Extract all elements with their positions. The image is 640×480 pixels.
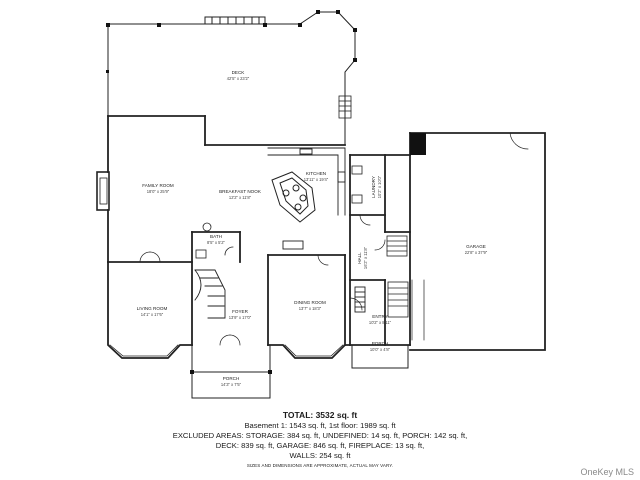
mls-watermark: OneKey MLS bbox=[580, 467, 634, 477]
room-breakfast-dims: 12'2" x 11'8" bbox=[229, 195, 252, 200]
garage-walls bbox=[409, 132, 546, 351]
garage-chimney bbox=[410, 133, 426, 155]
room-bath: BATH bbox=[210, 234, 222, 239]
room-entry-dims: 10'2" x 8'11" bbox=[369, 320, 392, 325]
deck-posts bbox=[106, 10, 357, 73]
room-living-dims: 14'1" x 17'6" bbox=[141, 312, 164, 317]
room-porch-side-dims: 10'0" x 4'8" bbox=[370, 347, 391, 352]
room-laundry-dims: 10'2" x 10'0" bbox=[377, 175, 382, 198]
room-breakfast: BREAKFAST NOOK bbox=[219, 189, 262, 194]
room-garage: GARAGE bbox=[466, 244, 486, 249]
room-dining: DINING ROOM bbox=[294, 300, 326, 305]
room-deck: DECK bbox=[232, 70, 246, 75]
room-bath-dims: 8'5" x 5'2" bbox=[207, 240, 225, 245]
foyer-stairs bbox=[194, 269, 226, 319]
room-porch-front: PORCH bbox=[223, 376, 240, 381]
room-dining-dims: 13'7" x 18'3" bbox=[299, 306, 322, 311]
room-deck-dims: 42'5" x 23'2" bbox=[227, 76, 250, 81]
disclaimer-note: SIZES AND DIMENSIONS ARE APPROXIMATE, AC… bbox=[246, 463, 394, 468]
fireplace bbox=[96, 171, 110, 211]
walls-area: WALLS: 254 sq. ft bbox=[289, 451, 351, 460]
floor-plan: DECK 42'5" x 23'2" FAMILY ROOM 18'0" x 2… bbox=[96, 10, 546, 399]
room-garage-dims: 22'8" x 37'9" bbox=[465, 250, 488, 255]
kitchen-island bbox=[271, 171, 316, 223]
room-labels: DECK 42'5" x 23'2" FAMILY ROOM 18'0" x 2… bbox=[137, 70, 488, 387]
room-porch-side: PORCH bbox=[372, 341, 389, 346]
room-family-dims: 18'0" x 25'9" bbox=[147, 189, 170, 194]
room-entry: ENTRY bbox=[372, 314, 388, 319]
room-living: LIVING ROOM bbox=[137, 306, 168, 311]
bath-fixtures bbox=[195, 222, 234, 259]
excluded-areas-1: EXCLUDED AREAS: STORAGE: 384 sq. ft, UND… bbox=[172, 431, 468, 440]
kitchen-counter bbox=[267, 147, 346, 216]
room-hall-dims: 16'2" x 11'8" bbox=[363, 246, 368, 269]
front-porch bbox=[191, 344, 271, 399]
room-family: FAMILY ROOM bbox=[142, 183, 174, 188]
room-porch-front-dims: 14'3" x 7'5" bbox=[221, 382, 242, 387]
house-walls bbox=[107, 115, 411, 359]
total-area: TOTAL: 3532 sq. ft bbox=[282, 410, 358, 420]
room-hall: HALL bbox=[357, 252, 362, 264]
room-kitchen: KITCHEN bbox=[306, 171, 326, 176]
room-foyer: FOYER bbox=[232, 309, 249, 314]
room-laundry: LAUNDRY bbox=[371, 176, 376, 198]
room-kitchen-dims: 13'11" x 19'4" bbox=[304, 177, 329, 182]
excluded-areas-2: DECK: 839 sq. ft, GARAGE: 846 sq. ft, FI… bbox=[215, 441, 425, 450]
room-foyer-dims: 13'9" x 17'0" bbox=[229, 315, 252, 320]
floor-areas: Basement 1: 1543 sq. ft, 1st floor: 1989… bbox=[244, 421, 396, 430]
